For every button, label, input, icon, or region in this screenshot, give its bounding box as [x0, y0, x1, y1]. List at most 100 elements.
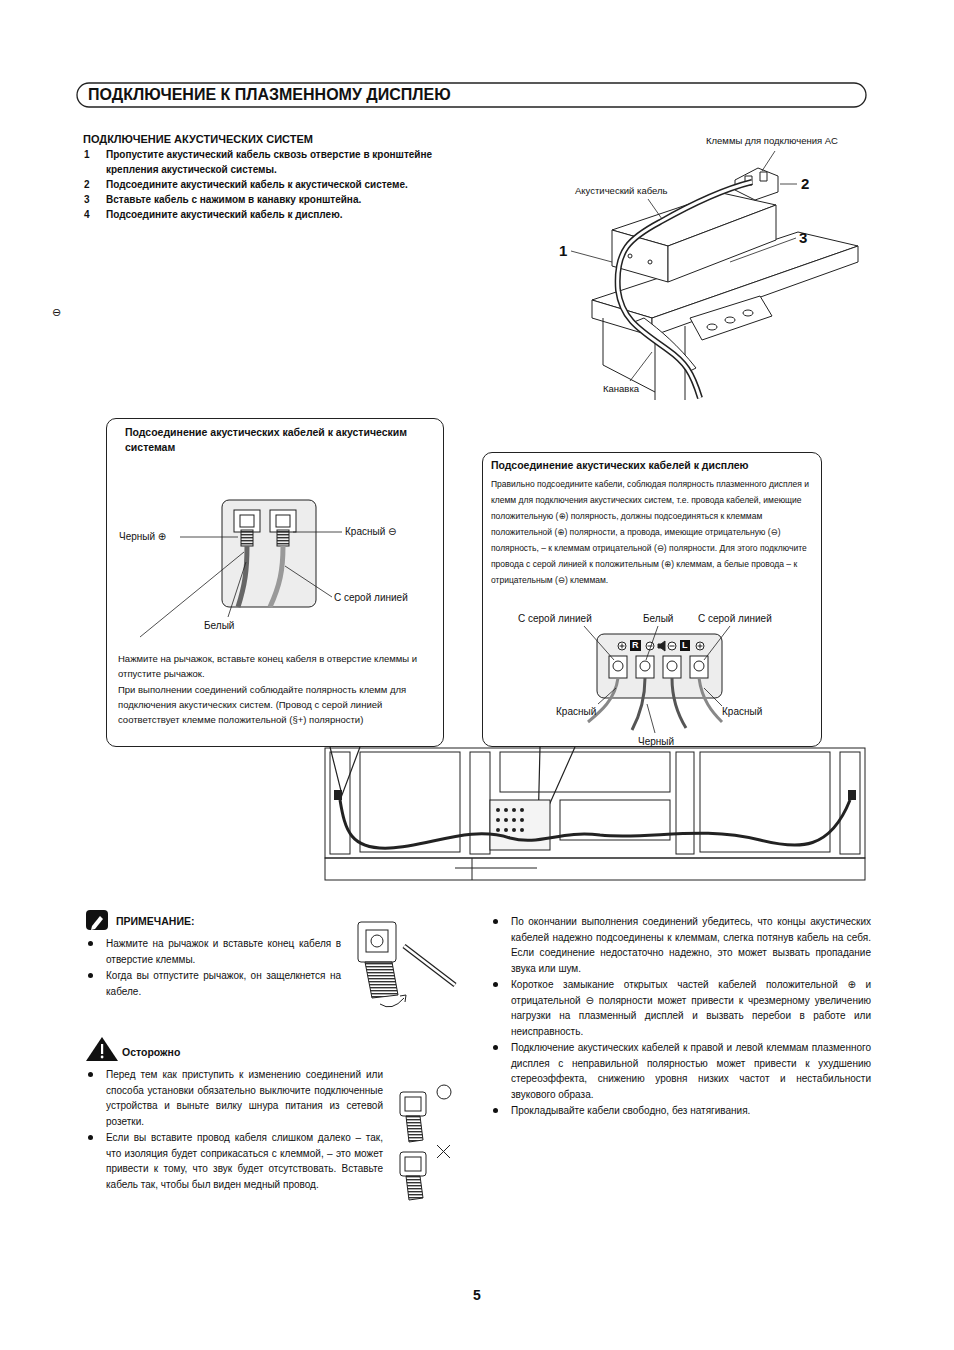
display-back-part-part — [512, 808, 516, 812]
wire-label: С серой линией — [334, 591, 408, 604]
wire-label: Красный — [556, 705, 596, 718]
bullet-text: Нажмите на рычажок и вставьте конец кабе… — [85, 936, 341, 967]
notes-list: По окончании выполнения соединений убеди… — [490, 914, 871, 1120]
display-back-part-part — [848, 790, 856, 800]
display-back-part-part — [504, 828, 508, 832]
speaker-terminal-part — [270, 546, 283, 607]
leader-line-part — [646, 626, 658, 660]
bracket-drawing-part — [725, 317, 735, 323]
bullet-text: Перед тем как приступить к изменению сое… — [85, 1067, 383, 1129]
bullet-text: Подключение акустических кабелей к право… — [490, 1040, 871, 1102]
leader-line-part — [730, 238, 796, 262]
leader-line-part — [648, 199, 662, 219]
display-back-part — [455, 868, 537, 869]
lever-illustration-part — [358, 922, 396, 962]
step-number: 2 — [84, 177, 106, 192]
display-back-part — [334, 790, 856, 832]
speaker-terminal-part — [238, 546, 247, 607]
wire-label: Черный — [638, 735, 674, 748]
display-back-part — [325, 858, 865, 880]
step-row: 4Подсоедините акустический кабель к дисп… — [84, 207, 469, 222]
polarity-symbol: ⊖ — [52, 305, 61, 319]
caution-heading: Осторожно — [122, 1045, 180, 1059]
leader-line — [584, 626, 730, 733]
warning-icon-part — [101, 1044, 103, 1054]
display-terminal-part — [632, 678, 645, 730]
leader-line-part — [571, 251, 612, 262]
display-back-part — [325, 748, 865, 858]
display-back-part-part — [520, 808, 524, 812]
display-terminal-part — [694, 661, 704, 671]
display-back-part-part — [334, 790, 342, 800]
part-label: Канавка — [603, 383, 639, 395]
channel-mark: L — [680, 640, 690, 651]
terminal-correct-part — [406, 1116, 423, 1142]
display-back-part — [500, 752, 670, 792]
terminal-wrong-part — [406, 1176, 423, 1200]
terminal-wrong-part — [405, 1157, 421, 1171]
leader-line-part — [584, 626, 614, 660]
step-text: Пропустите акустический кабель сквозь от… — [106, 147, 469, 177]
bullet-text: Если вы вставите провод кабеля слишком д… — [85, 1130, 383, 1192]
note-icon-part — [86, 910, 108, 930]
part-label: Клеммы для подключения АС — [706, 135, 838, 147]
display-back-part-part — [504, 818, 508, 822]
display-back-part-part — [512, 818, 516, 822]
step-row: 1Пропустите акустический кабель сквозь о… — [84, 147, 469, 177]
step-text: Подсоедините акустический кабель к акуст… — [106, 177, 469, 192]
speaker-terminal-part — [222, 500, 316, 607]
lever-illustration-part — [400, 995, 406, 1002]
bullet-text: Когда вы отпустите рычажок, он защелкнет… — [85, 968, 341, 999]
step-text: Вставьте кабель с нажимом в канавку крон… — [106, 192, 469, 207]
callout-text: При выполнении соединений соблюдайте пол… — [118, 682, 438, 727]
display-terminal-part — [670, 646, 675, 647]
display-terminal-part — [667, 661, 677, 671]
leader-line-part — [780, 184, 797, 185]
channel-mark: R — [630, 640, 641, 651]
note-list: Нажмите на рычажок и вставьте конец кабе… — [85, 936, 341, 1000]
display-terminal-part — [640, 661, 650, 671]
page-title: ПОДКЛЮЧЕНИЕ К ПЛАЗМЕННОМУ ДИСПЛЕЮ — [88, 85, 451, 105]
part-label: Акустический кабель — [575, 185, 668, 197]
note-icon — [86, 910, 108, 930]
display-back-part-part — [512, 828, 516, 832]
terminal-wrong-part — [437, 1145, 450, 1158]
lever-illustration-part — [404, 946, 455, 985]
display-terminal-part — [613, 661, 623, 671]
leader-line-part — [285, 566, 332, 597]
bullet-text: Прокладывайте кабели свободно, без натяг… — [490, 1103, 871, 1119]
display-terminal-part — [690, 656, 708, 678]
callout-pointer-part — [330, 747, 360, 795]
warning-icon — [86, 1037, 118, 1061]
speaker-terminal-part — [234, 510, 260, 532]
wire-label: Красный — [722, 705, 762, 718]
leader-line — [140, 532, 342, 637]
display-back-part-part — [520, 828, 524, 832]
lever-illustration-part — [366, 930, 388, 952]
lever-illustration-part — [404, 946, 455, 985]
lever-illustration-part — [371, 935, 383, 947]
terminal-correct-part — [405, 1097, 421, 1111]
step-list: 1Пропустите акустический кабель сквозь о… — [84, 147, 469, 222]
display-back-part — [340, 800, 850, 848]
terminal-wrong — [400, 1145, 450, 1200]
callout-box: Подсоединение акустических кабелей к аку… — [106, 418, 444, 747]
bullet-text: По окончании выполнения соединений убеди… — [490, 914, 871, 976]
title-band-part — [77, 83, 866, 107]
terminal-correct-part — [437, 1085, 451, 1099]
step-text: Подсоедините акустический кабель к диспл… — [106, 207, 469, 222]
section-heading: ПОДКЛЮЧЕНИЕ АКУСТИЧЕСКИХ СИСТЕМ — [83, 132, 313, 146]
leader-line-part — [228, 562, 246, 617]
leader-line-part — [293, 532, 342, 533]
caution-list: Перед тем как приступить к изменению сое… — [85, 1067, 383, 1193]
display-back-part — [470, 752, 490, 854]
callout-text: Правильно подсоедините кабели, соблюдая … — [491, 476, 817, 588]
step-row: 2Подсоедините акустический кабель к акус… — [84, 177, 469, 192]
display-terminal-part — [609, 656, 627, 678]
display-back-part — [676, 752, 694, 854]
callout-box: Подсоединение акустических кабелей к дис… — [482, 452, 822, 747]
bracket-drawing-part — [655, 336, 656, 400]
lever-illustration-part — [365, 962, 398, 998]
display-terminal-part — [696, 642, 704, 650]
